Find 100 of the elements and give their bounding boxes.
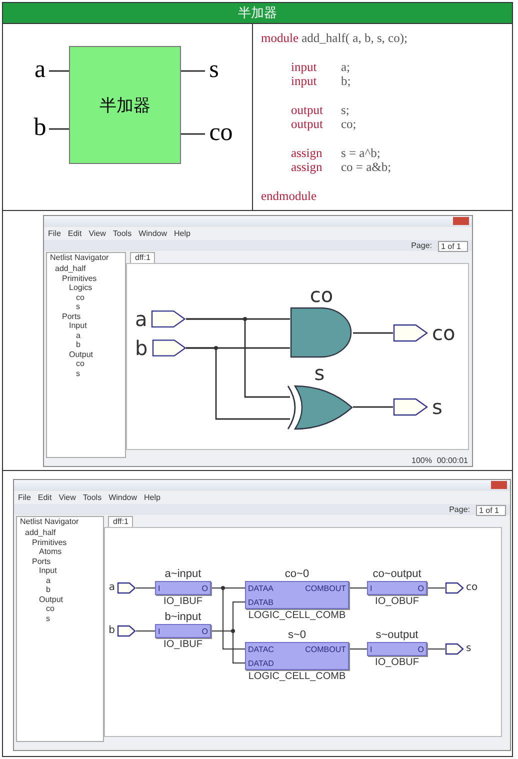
pin-label: COMBOUT <box>305 584 346 593</box>
tree-item: b <box>76 340 80 349</box>
block-type-label: IO_OBUF <box>374 656 420 669</box>
panel-title: Netlist Navigator <box>50 253 109 263</box>
menu-item: File <box>48 228 61 239</box>
port-label: b <box>108 626 115 636</box>
title-bar: 半加器 <box>3 3 512 23</box>
tree-item: a <box>46 576 50 584</box>
menu-item: View <box>58 492 76 503</box>
block-label: s~0 <box>286 629 308 642</box>
tree-item: Primitives <box>32 538 67 546</box>
tree-item: Output <box>69 350 94 358</box>
wire <box>136 630 156 632</box>
tree-item: add_half <box>55 264 86 273</box>
block-type-label: IO_IBUF <box>162 595 204 608</box>
block-type-label: LOGIC_CELL_COMB <box>247 609 347 622</box>
menu-item: Window <box>138 228 168 239</box>
pin-label: DATAB <box>248 598 274 607</box>
block-label: b~input <box>164 611 202 624</box>
pin-label: DATAA <box>248 584 274 593</box>
page-dropdown: 1 of 1 <box>476 505 506 516</box>
tree-item: Atoms <box>39 547 62 556</box>
pin-label: DATAD <box>248 659 274 668</box>
port-label: b <box>31 114 49 144</box>
wire <box>210 630 246 664</box>
menu-item: View <box>88 228 106 239</box>
code-line: assign s = a^b; <box>290 146 382 160</box>
wire <box>186 347 290 420</box>
tree-item: add_half <box>25 528 56 537</box>
code-line: assign co = a&b; <box>290 160 392 174</box>
tab: dff:1 <box>130 252 156 264</box>
status-text: 00:00:01 <box>436 456 468 465</box>
tree-item: Input <box>39 566 57 575</box>
block-type-label: IO_IBUF <box>162 638 204 651</box>
port-label: co <box>466 583 478 593</box>
wire <box>348 648 368 650</box>
tree-item: Ports <box>62 312 81 320</box>
tree-item: b <box>46 585 50 594</box>
pin-label: I <box>370 584 372 593</box>
panel-title: Netlist Navigator <box>20 517 79 527</box>
wire <box>210 588 246 650</box>
toolbar-label: Page: <box>411 240 432 251</box>
tree-item: co <box>76 359 84 368</box>
block-type-label: LOGIC_CELL_COMB <box>247 670 347 683</box>
tree-item: Output <box>39 594 64 604</box>
menu-item: Help <box>174 228 190 239</box>
port-label: co <box>205 119 237 149</box>
block-label: co~0 <box>284 568 310 581</box>
pin-label: O <box>202 627 208 636</box>
wire <box>426 648 446 650</box>
pin-label: COMBOUT <box>305 645 346 654</box>
port-label: s <box>432 397 442 417</box>
tree-item: s <box>76 302 80 311</box>
block-box: 半加器 <box>69 46 181 164</box>
gate-label: s <box>313 362 326 384</box>
pin-label: O <box>418 645 424 654</box>
tree-item: Input <box>69 321 87 330</box>
wire <box>186 318 290 398</box>
pin-label: DATAC <box>248 645 274 654</box>
menu-item: Tools <box>112 228 132 239</box>
block-label: s~output <box>374 629 420 642</box>
menu-item: Tools <box>82 492 102 503</box>
block-label: a~input <box>164 568 202 581</box>
tree-item: Ports <box>32 556 51 566</box>
port-label: a <box>108 583 115 593</box>
tree-item: s <box>76 368 80 378</box>
port-label: b <box>135 338 148 358</box>
wire <box>49 70 69 72</box>
tree-item: Primitives <box>62 274 97 282</box>
port-label: co <box>432 323 456 343</box>
code-line: input b; <box>290 74 352 88</box>
wire <box>181 133 205 135</box>
tree-item: s <box>46 614 50 622</box>
wire <box>353 406 393 408</box>
toolbar-label: Page: <box>449 504 470 515</box>
tree-item: co <box>76 292 84 302</box>
wire <box>181 70 205 72</box>
menu-item: Edit <box>68 228 82 239</box>
code-line: output co; <box>290 117 358 132</box>
gate-label: co <box>308 284 334 306</box>
code-line: output s; <box>290 102 350 117</box>
code-line: input a; <box>290 60 352 74</box>
block-type-label: IO_OBUF <box>374 595 420 608</box>
pin-label: I <box>158 584 160 593</box>
block-label: co~output <box>372 568 422 581</box>
port-label: s <box>466 644 472 654</box>
menu-item: Window <box>108 492 138 503</box>
status-text: 100% <box>412 456 432 465</box>
menu-item: File <box>18 492 31 503</box>
code-line: module add_half( a, b, s, co); <box>261 31 408 46</box>
code-line: endmodule <box>261 188 318 203</box>
port-label: a <box>31 56 49 86</box>
pin-label: O <box>202 584 208 593</box>
tree-item: Logics <box>69 283 92 292</box>
port-label: s <box>205 56 223 86</box>
tree-item: a <box>76 330 80 340</box>
port-label: a <box>135 309 148 329</box>
wire <box>49 128 69 130</box>
page-dropdown: 1 of 1 <box>438 241 468 252</box>
wire <box>353 332 393 334</box>
